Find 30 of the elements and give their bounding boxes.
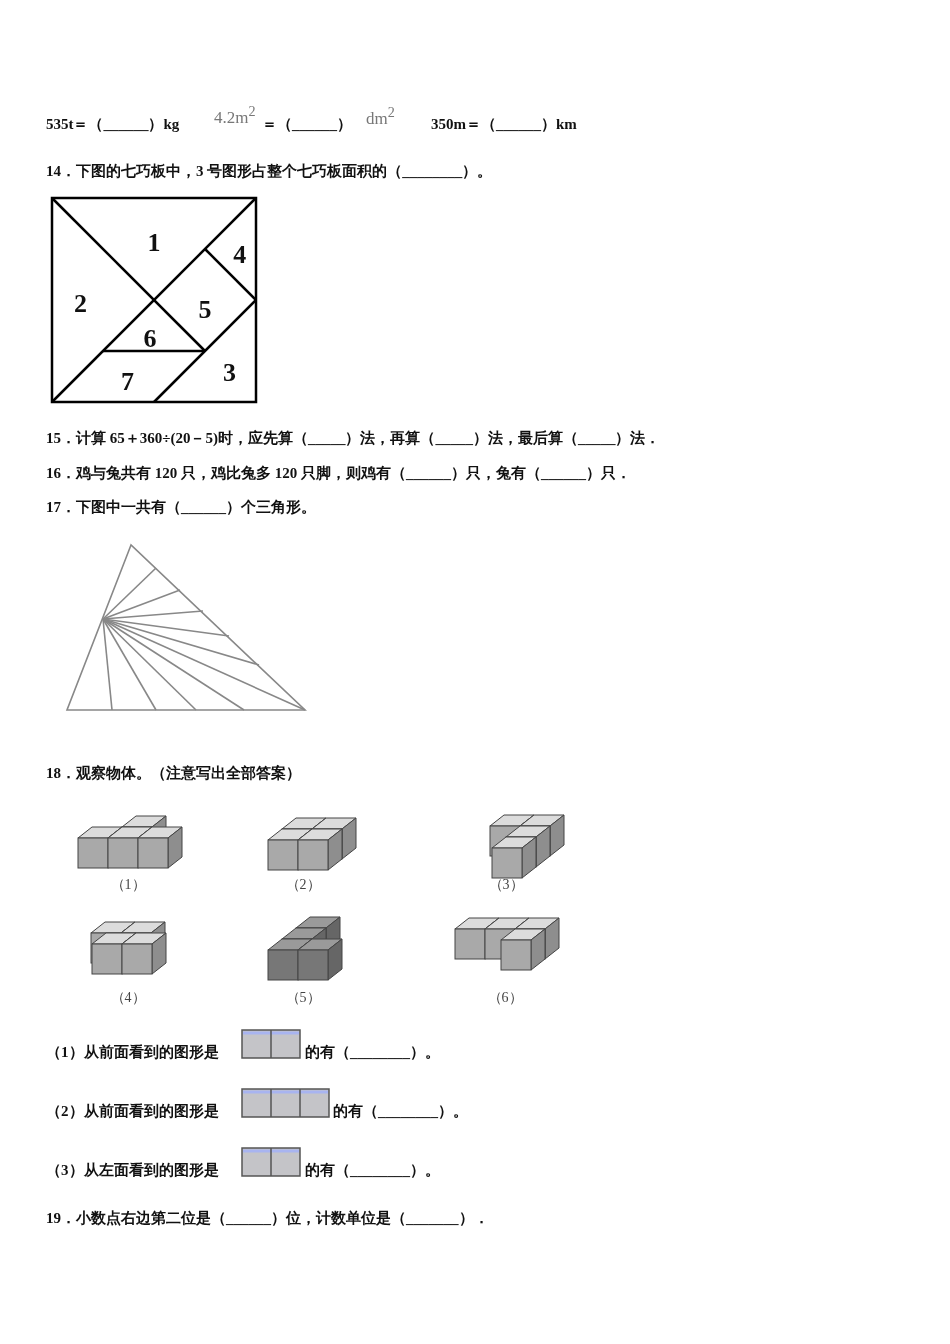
piece-number: 2 — [74, 289, 88, 320]
equation-text: 535t＝（______）kg — [46, 115, 180, 134]
question-text: 14．下图的七巧板中，3 号图形占整个七巧板面积的（________）。 — [46, 162, 493, 181]
equation-text: 350m＝（______）km — [431, 115, 577, 134]
piece-number: 4 — [233, 240, 247, 271]
figure-caption: （1） — [110, 876, 146, 894]
equation-text: 4.2m$^{2}$ — [214, 101, 256, 128]
piece-number: 5 — [198, 295, 212, 326]
question-text: 的有（________）。 — [333, 1102, 468, 1121]
question-text: 的有（________）。 — [305, 1043, 440, 1062]
piece-number: 7 — [120, 366, 134, 397]
figure-caption: （4） — [110, 989, 146, 1007]
piece-number: 1 — [147, 227, 161, 258]
figure-caption: （6） — [487, 989, 523, 1007]
question-text: 18．观察物体。（注意写出全部答案） — [46, 764, 301, 783]
figure-caption: （3） — [488, 876, 524, 894]
question-text: 16．鸡与兔共有 120 只，鸡比兔多 120 只脚，则鸡有（______）只，兔有（______）只． — [46, 464, 631, 483]
figure-caption: （2） — [285, 876, 321, 894]
question-text: 19．小数点右边第二位是（______）位，计数单位是（_______）． — [46, 1209, 489, 1228]
equation-text: ＝（______） — [262, 115, 352, 134]
figure-caption: （5） — [285, 989, 321, 1007]
piece-number: 3 — [222, 358, 236, 389]
piece-number: 6 — [143, 323, 157, 354]
question-text: （2）从前面看到的图形是 — [46, 1102, 219, 1121]
unit-text: dm$^{2}$ — [366, 102, 395, 129]
question-text: （3）从左面看到的图形是 — [46, 1161, 219, 1180]
question-text: 17．下图中一共有（______）个三角形。 — [46, 498, 316, 517]
question-text: 15．计算 65＋360÷(20－5)时，应先算（_____）法，再算（_____）法，最后算（_____）法． — [46, 429, 661, 448]
question-text: 的有（________）。 — [305, 1161, 440, 1180]
question-text: （1）从前面看到的图形是 — [46, 1043, 219, 1062]
